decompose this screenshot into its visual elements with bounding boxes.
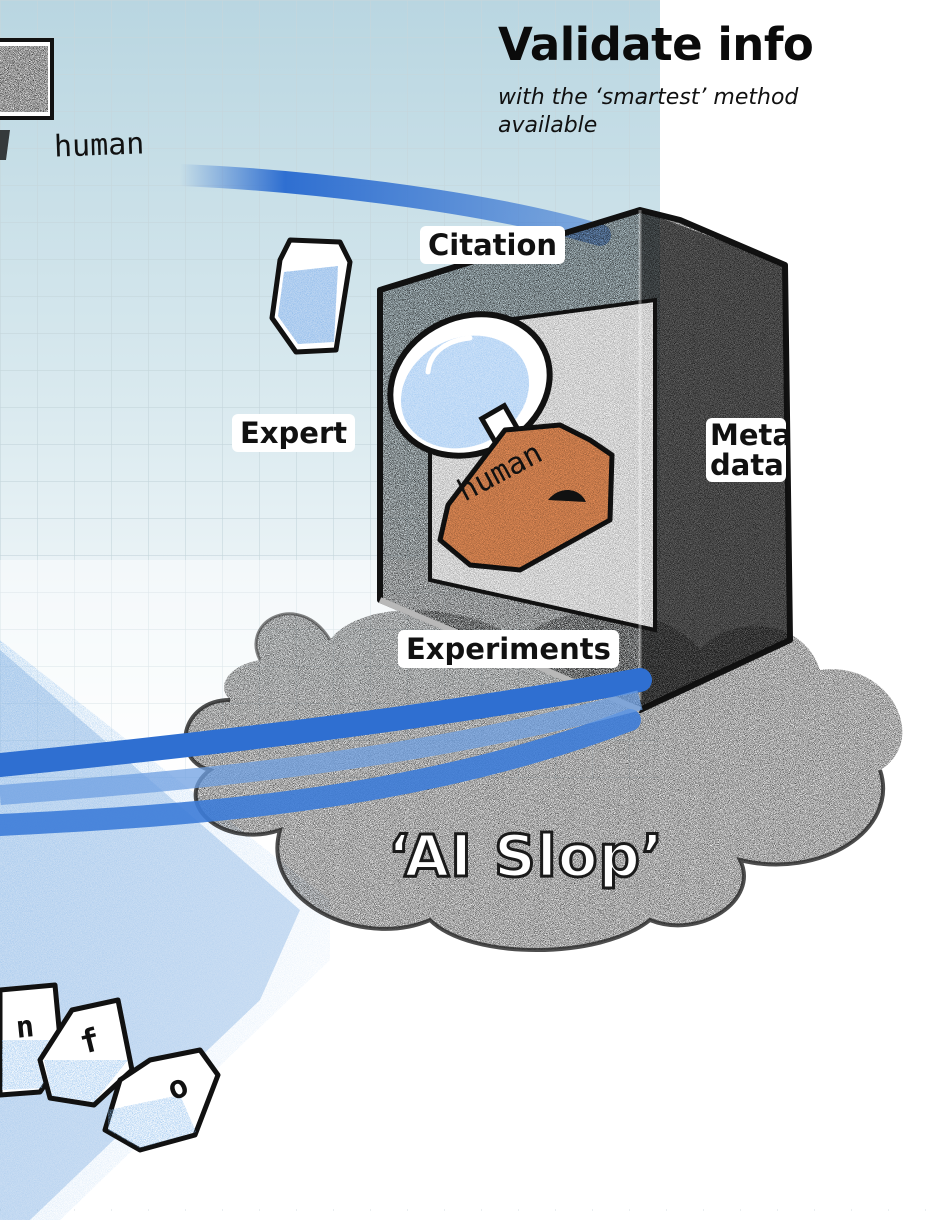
ai-slop-label: ‘AI Slop’	[386, 821, 665, 892]
human-badge	[437, 422, 615, 573]
letter-gem-f	[37, 997, 135, 1108]
top-left-monitor-icon	[0, 38, 54, 160]
page-title: Validate info	[498, 18, 814, 71]
letter-n-label: n	[14, 1009, 36, 1046]
floating-gem-upper	[269, 237, 353, 355]
orbit-ring-front-lower	[0, 709, 641, 836]
magnifier-icon	[387, 311, 553, 459]
citation-label: Citation	[420, 226, 566, 264]
experiments-label: Experiments	[398, 630, 619, 668]
expert-label: Expert	[232, 414, 356, 452]
orbit-ring-front-inner	[0, 690, 643, 805]
orbit-ring-top	[169, 164, 611, 246]
orbit-ring-front	[0, 668, 652, 777]
human-handwritten-label: human	[53, 126, 145, 165]
letter-gem-o	[102, 1047, 221, 1153]
metadata-label: Meta data	[706, 418, 792, 482]
page-subtitle: with the ‘smartest’ method available	[498, 85, 799, 138]
